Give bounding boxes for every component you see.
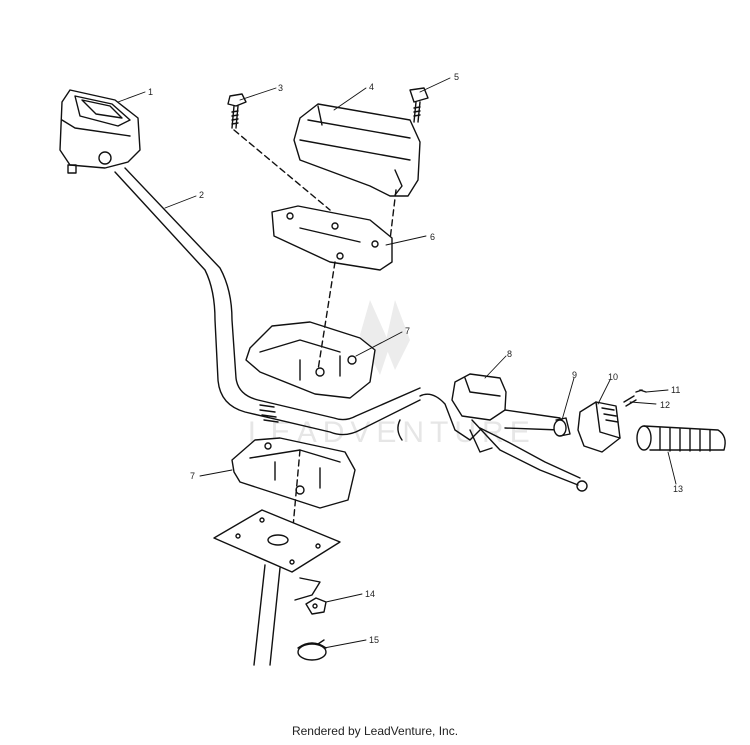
part-bolt-5[interactable]: [409, 87, 429, 123]
part-stem-bracket[interactable]: [213, 509, 341, 666]
callout-1: 1: [148, 87, 153, 97]
callout-5: 5: [454, 72, 459, 82]
part-handlebar[interactable]: [114, 167, 421, 436]
callout-4: 4: [369, 82, 374, 92]
part-throttle-housing[interactable]: [577, 401, 621, 453]
assembly-lines: [233, 129, 397, 241]
part-master-cylinder[interactable]: [397, 373, 588, 492]
part-collar[interactable]: [553, 417, 571, 437]
callout-7-upper: 7: [405, 326, 410, 336]
leader-lines: [117, 77, 677, 649]
part-grip[interactable]: [636, 425, 726, 452]
part-hose-clamp[interactable]: [297, 639, 327, 661]
render-credit: Rendered by LeadVenture, Inc.: [291, 724, 459, 738]
callout-8: 8: [507, 349, 512, 359]
part-cover[interactable]: [293, 103, 421, 197]
callout-12: 12: [660, 400, 670, 410]
callout-7-lower: 7: [190, 471, 195, 481]
callout-13: 13: [673, 484, 683, 494]
part-plate[interactable]: [271, 205, 393, 271]
part-switch-housing[interactable]: [59, 89, 141, 174]
part-nut[interactable]: [305, 597, 327, 615]
stud-lines: [289, 261, 336, 561]
callout-3: 3: [278, 83, 283, 93]
callout-15: 15: [369, 635, 379, 645]
part-bolt-3[interactable]: [227, 93, 247, 129]
part-screws[interactable]: [623, 389, 647, 407]
callout-10: 10: [608, 372, 618, 382]
callout-labels: 1 2 3 4 5 6 7 7 8 9 10 11 12 13 14 15: [148, 72, 683, 645]
callout-14: 14: [365, 589, 375, 599]
callout-2: 2: [199, 190, 204, 200]
callout-9: 9: [572, 370, 577, 380]
callout-6: 6: [430, 232, 435, 242]
callout-11: 11: [671, 385, 680, 395]
part-clamp-upper[interactable]: [245, 321, 376, 399]
